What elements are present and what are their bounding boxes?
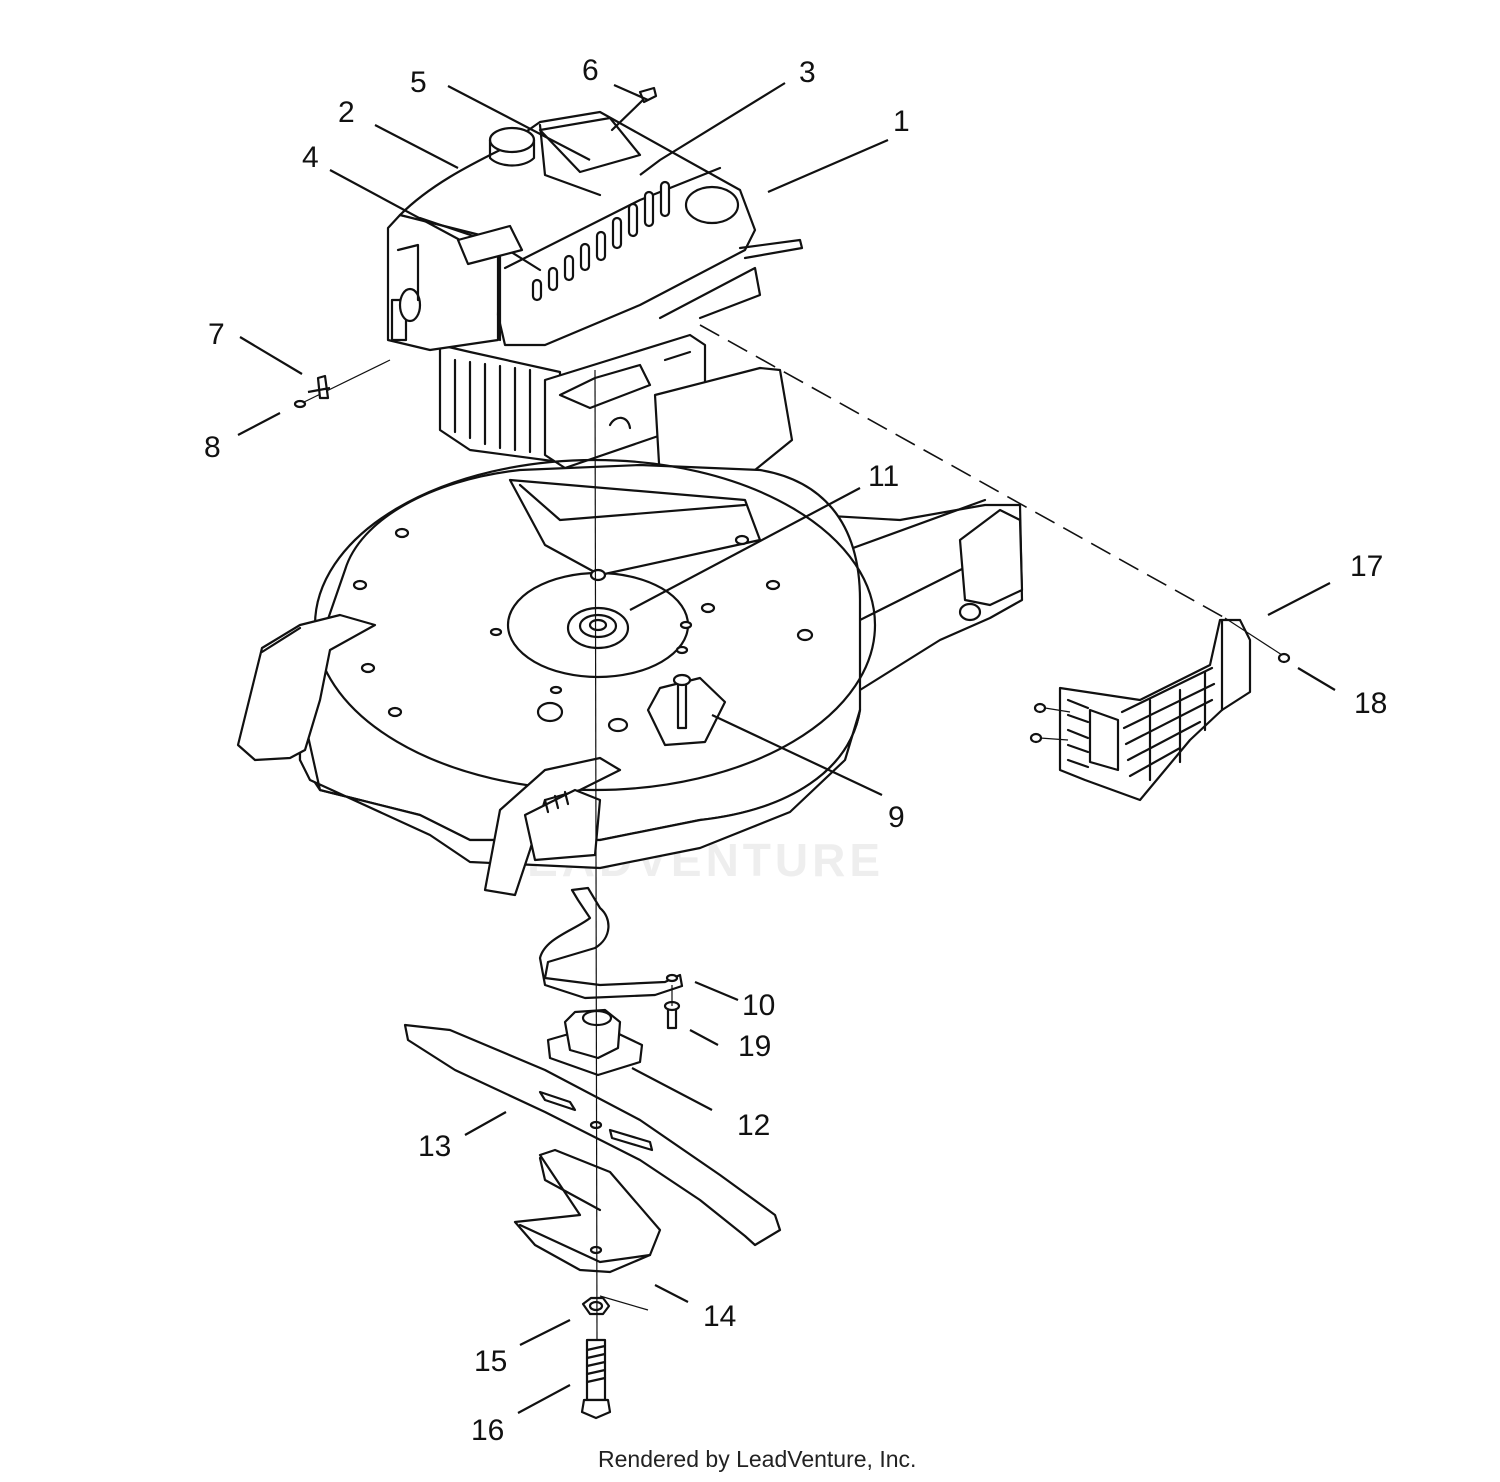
callout-10: 10 <box>742 989 775 1022</box>
callout-19: 19 <box>738 1030 771 1063</box>
callout-13: 13 <box>418 1130 451 1163</box>
callout-4: 4 <box>302 141 319 174</box>
callout-18: 18 <box>1354 687 1387 720</box>
callout-5: 5 <box>410 66 427 99</box>
mower-deck <box>236 366 1024 897</box>
callout-11: 11 <box>868 460 899 493</box>
leader-lines <box>237 82 1336 1414</box>
callout-12: 12 <box>737 1109 770 1142</box>
callout-2: 2 <box>338 96 355 129</box>
blade-assembly <box>403 886 782 1420</box>
ignition-clip <box>293 374 331 409</box>
callout-labels: 1 2 3 4 5 6 7 8 9 10 11 12 13 14 15 16 1… <box>204 54 1387 1447</box>
footer-credit: Rendered by LeadVenture, Inc. <box>598 1446 916 1472</box>
callout-17: 17 <box>1350 550 1383 583</box>
assembly-axes <box>299 324 1283 1341</box>
callout-6: 6 <box>582 54 599 87</box>
rear-trail-shield <box>1029 618 1291 802</box>
callout-14: 14 <box>703 1300 736 1333</box>
callout-1: 1 <box>893 105 910 138</box>
callout-16: 16 <box>471 1414 504 1447</box>
callout-8: 8 <box>204 431 221 464</box>
callout-15: 15 <box>474 1345 507 1378</box>
engine-assembly <box>386 86 804 470</box>
callout-3: 3 <box>799 56 816 89</box>
callout-9: 9 <box>888 801 905 834</box>
callout-7: 7 <box>208 318 225 351</box>
